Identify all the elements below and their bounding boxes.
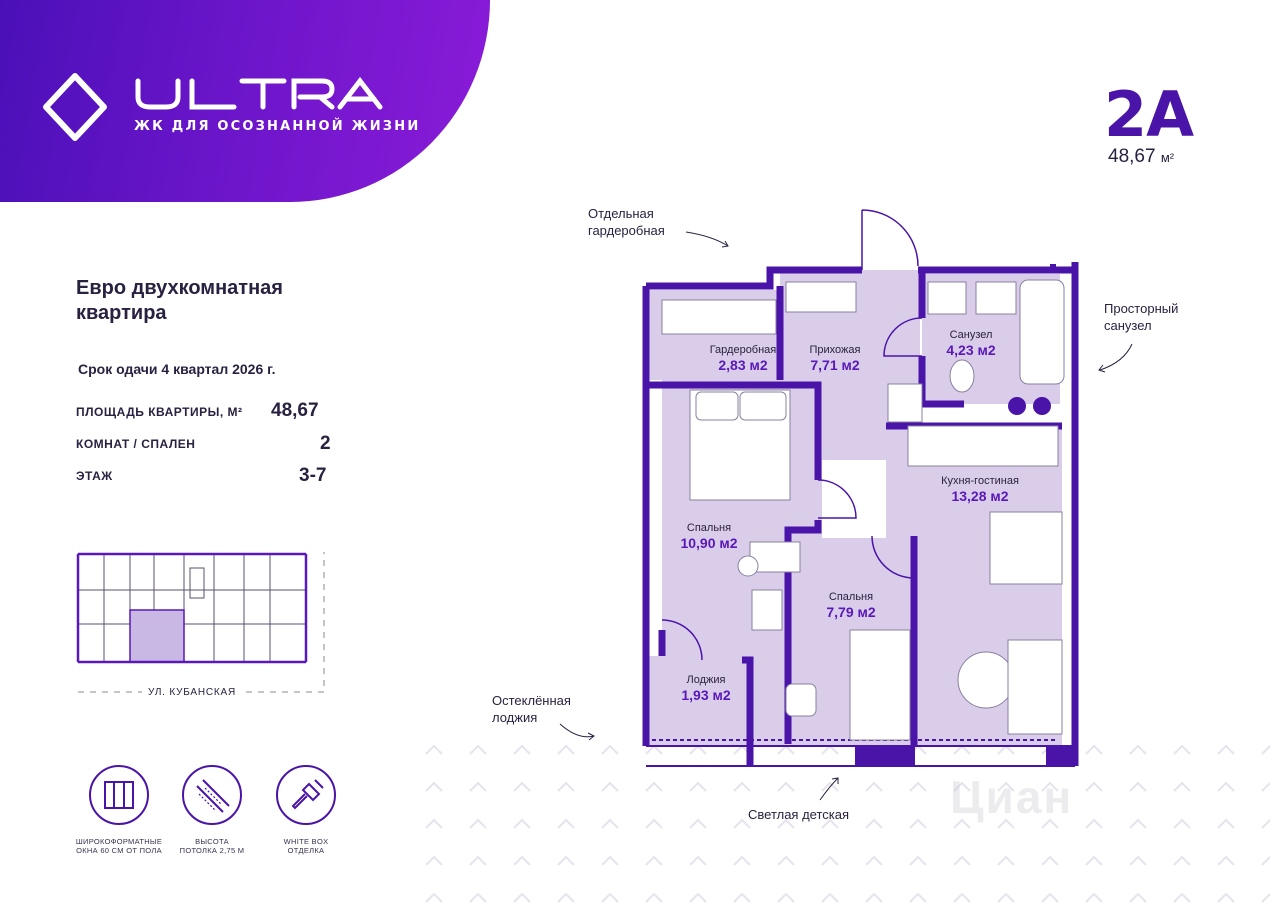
feature-windows-line2: ОКНА 60 СМ ОТ ПОЛА: [76, 846, 162, 855]
spec-floor-label: ЭТАЖ: [76, 469, 113, 483]
room-kitchen-living-area: 13,28 м2: [951, 488, 1009, 504]
room-wardrobe: Гардеробная 2,83 м2: [695, 343, 791, 373]
feature-whitebox-line1: WHITE BOX: [283, 837, 329, 846]
feature-windows: ШИРОКОФОРМАТНЫЕ ОКНА 60 СМ ОТ ПОЛА: [69, 764, 169, 855]
apartment-title: Евро двухкомнатная квартира: [76, 276, 283, 326]
room-loggia: Лоджия 1,93 м2: [661, 673, 751, 703]
street-label: УЛ. КУБАНСКАЯ: [142, 684, 243, 701]
spec-area-label: ПЛОЩАДЬ КВАРТИРЫ, М²: [76, 405, 243, 419]
feature-ceiling: ВЫСОТА ПОТОЛКА 2,75 М: [162, 764, 262, 855]
room-kitchen-living-name: Кухня-гостиная: [941, 475, 1019, 487]
room-bedroom-1: Спальня 10,90 м2: [664, 521, 754, 551]
room-bedroom-2-name: Спальня: [828, 591, 874, 603]
diamond-logo-icon: [43, 73, 107, 141]
apartment-floor-plan: [642, 209, 1079, 767]
paint-brush-icon: [276, 765, 336, 825]
brand-banner: ЖК ДЛЯ ОСОЗНАННОЙ ЖИЗНИ: [0, 0, 490, 202]
brand-tagline: ЖК ДЛЯ ОСОЗНАННОЙ ЖИЗНИ: [134, 119, 421, 134]
room-bedroom-1-area: 10,90 м2: [680, 535, 738, 551]
watermark: Циан: [950, 771, 1074, 823]
room-loggia-area: 1,93 м2: [681, 687, 731, 703]
room-bathroom-name: Санузел: [949, 329, 993, 341]
room-bathroom-area: 4,23 м2: [946, 342, 996, 358]
window-icon: [89, 765, 149, 825]
apartment-title-line2: квартира: [76, 302, 167, 324]
room-bedroom-2: Спальня 7,79 м2: [806, 590, 896, 620]
brand-wordmark: [135, 77, 383, 110]
annotation-loggia-line1: Остеклённая: [492, 693, 571, 708]
room-wardrobe-name: Гардеробная: [709, 344, 777, 356]
annotation-bathroom-line2: санузел: [1104, 318, 1152, 333]
room-bathroom: Санузел 4,23 м2: [926, 328, 1016, 358]
annotation-wardrobe: Отдельная гардеробная: [588, 205, 665, 239]
room-wardrobe-area: 2,83 м2: [718, 357, 768, 373]
feature-whitebox: WHITE BOX ОТДЕЛКА: [256, 764, 356, 855]
annotation-wardrobe-line2: гардеробная: [588, 223, 665, 238]
unit-area-value: 48,67: [1108, 146, 1156, 167]
spec-floor-value: 3-7: [299, 465, 327, 486]
spec-area-value: 48,67: [271, 400, 319, 421]
unit-area-unit: м²: [1160, 150, 1175, 165]
feature-whitebox-line2: ОТДЕЛКА: [287, 846, 325, 855]
building-floor-plan: [76, 552, 325, 693]
apartment-title-line1: Евро двухкомнатная: [76, 277, 283, 299]
room-hallway-name: Прихожая: [809, 344, 861, 356]
room-hallway-area: 7,71 м2: [810, 357, 860, 373]
room-bedroom-2-area: 7,79 м2: [826, 604, 876, 620]
annotation-kids-room: Светлая детская: [748, 807, 850, 822]
room-hallway: Прихожая 7,71 м2: [790, 343, 880, 373]
room-kitchen-living: Кухня-гостиная 13,28 м2: [920, 474, 1040, 504]
spec-rooms-label: КОМНАТ / СПАЛЕН: [76, 437, 196, 451]
room-bedroom-1-name: Спальня: [686, 522, 732, 534]
feature-ceiling-line2: ПОТОЛКА 2,75 М: [179, 846, 245, 855]
feature-ceiling-line1: ВЫСОТА: [195, 837, 229, 846]
annotation-loggia: Остеклённая лоджия: [492, 692, 571, 726]
chevron-pattern: [420, 740, 1270, 915]
annotation-bathroom-line1: Просторный: [1104, 301, 1179, 316]
unit-area: 48,67 м²: [1108, 146, 1174, 168]
room-loggia-name: Лоджия: [686, 674, 726, 686]
delivery-deadline: Срок одачи 4 квартал 2026 г.: [78, 361, 276, 377]
annotation-loggia-line2: лоджия: [492, 710, 538, 725]
ceiling-height-icon: [182, 765, 242, 825]
unit-name: 2А: [1104, 78, 1194, 151]
feature-windows-line1: ШИРОКОФОРМАТНЫЕ: [75, 837, 163, 846]
spec-rooms-value: 2: [320, 433, 331, 454]
annotation-wardrobe-line1: Отдельная: [588, 206, 654, 221]
annotation-bathroom: Просторный санузел: [1104, 300, 1178, 334]
